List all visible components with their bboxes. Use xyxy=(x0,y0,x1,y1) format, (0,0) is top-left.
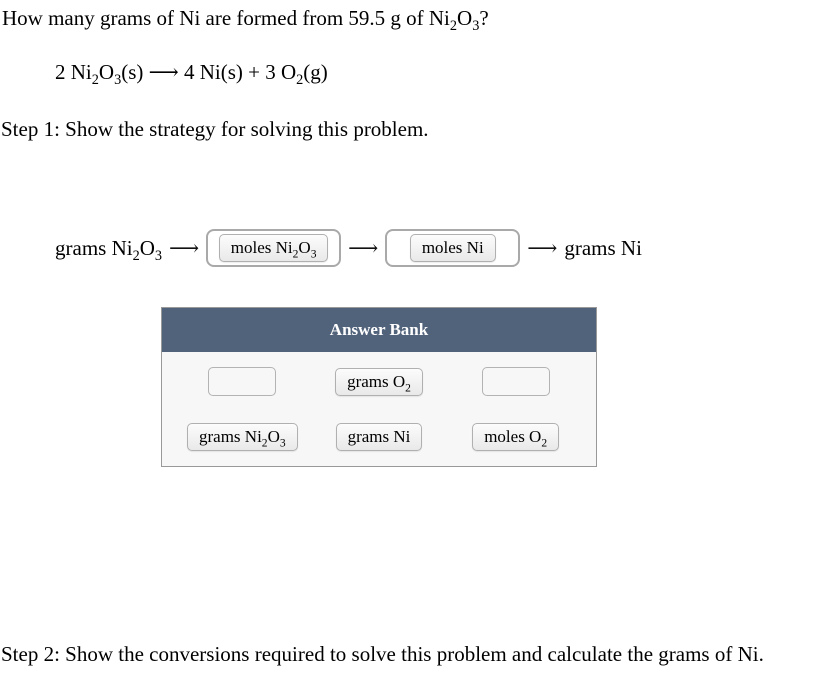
arrow-right-icon: ⟶ xyxy=(527,235,558,260)
strategy-flow: grams Ni2O3 ⟶ moles Ni2O3 ⟶ moles Ni ⟶ g… xyxy=(55,228,642,268)
arrow-right-icon: ⟶ xyxy=(348,235,379,260)
chip-moles-ni[interactable]: moles Ni xyxy=(409,234,496,262)
dropzone-moles-reactant[interactable]: moles Ni2O3 xyxy=(206,229,342,267)
chip-moles-o2[interactable]: moles O2 xyxy=(472,422,560,451)
answer-bank-body: grams O2 grams Ni2O3 grams Ni moles O2 xyxy=(162,352,596,466)
step2-instruction: Step 2: Show the conversions required to… xyxy=(1,642,764,666)
question-text: How many grams of Ni are formed from 59.… xyxy=(2,6,489,35)
step1-instruction: Step 1: Show the strategy for solving th… xyxy=(1,117,429,141)
chip-grams-ni2o3[interactable]: grams Ni2O3 xyxy=(187,422,298,451)
answer-bank: Answer Bank grams O2 grams Ni2O3 grams N… xyxy=(161,307,597,467)
chip-grams-o2[interactable]: grams O2 xyxy=(335,367,423,396)
empty-slot[interactable] xyxy=(481,367,550,396)
arrow-right-icon: ⟶ xyxy=(169,235,200,260)
empty-slot[interactable] xyxy=(208,367,277,396)
dropzone-moles-product[interactable]: moles Ni xyxy=(385,229,521,267)
answer-bank-header: Answer Bank xyxy=(162,308,596,352)
flow-start-label: grams Ni2O3 xyxy=(55,235,163,264)
flow-end-label: grams Ni xyxy=(564,235,642,260)
chip-moles-ni2o3[interactable]: moles Ni2O3 xyxy=(218,234,329,262)
chip-grams-ni[interactable]: grams Ni xyxy=(335,422,423,451)
chemical-equation: 2 Ni2O3(s) ⟶ 4 Ni(s) + 3 O2(g) xyxy=(55,60,328,89)
